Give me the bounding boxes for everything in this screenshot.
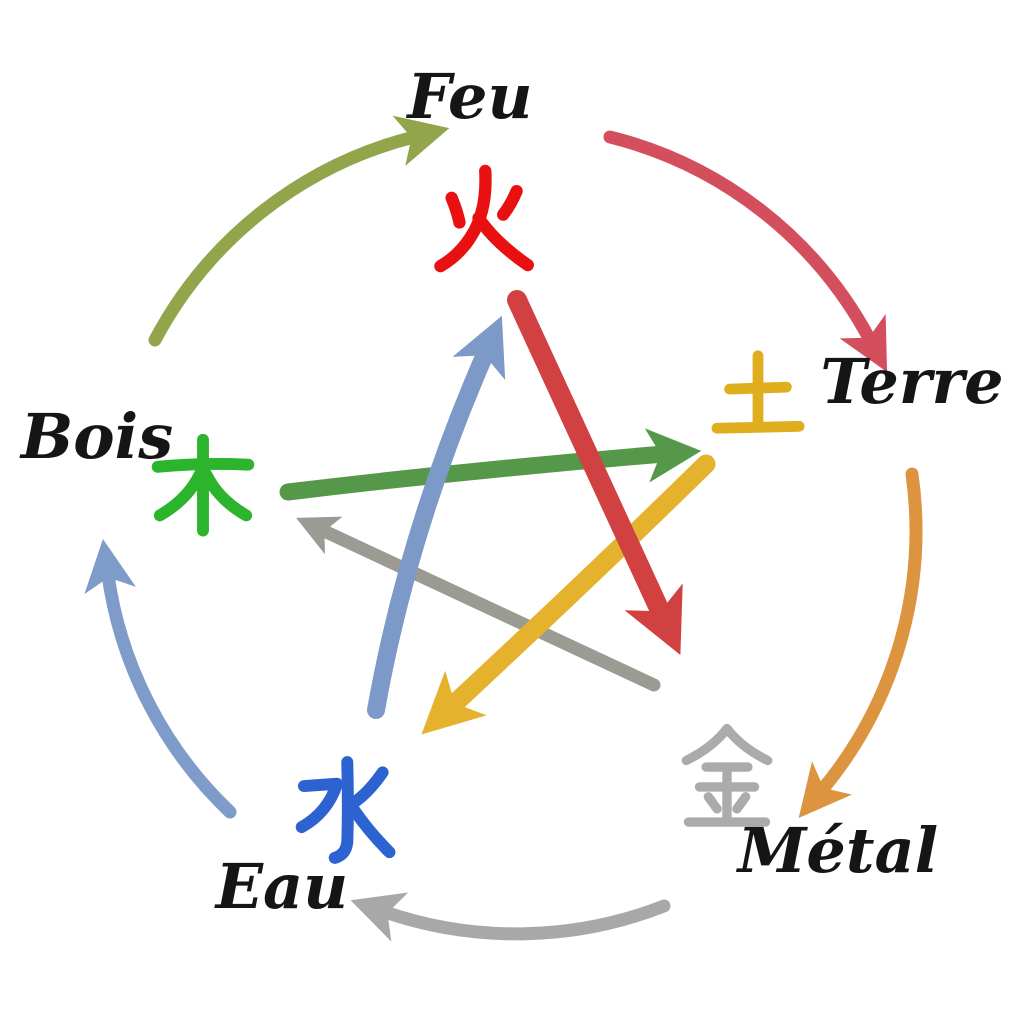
control-arrow-eau-feu: [367, 315, 506, 719]
wood-label: Bois: [19, 400, 173, 473]
water-label: Eau: [214, 850, 349, 923]
control-arrow-feu-metal: [507, 290, 683, 655]
control-arrow-terre-eau: [421, 454, 716, 735]
generation-arrow-terre-metal: [798, 467, 923, 818]
earth-label: Terre: [820, 345, 1003, 418]
generation-arrow-eau-bois: [84, 538, 237, 819]
generation-arrow-feu-terre: [603, 130, 888, 373]
control-arrow-bois-terre: [279, 428, 702, 501]
metal-label: Métal: [736, 814, 938, 887]
control-arrow-metal-bois: [296, 516, 661, 692]
fire-character-glyph: [434, 164, 534, 273]
metal-character-glyph: [681, 723, 773, 827]
generation-arrow-metal-eau: [350, 892, 671, 942]
wood-character-glyph: [151, 433, 255, 537]
water-character-glyph: [295, 756, 396, 864]
fire-label: Feu: [405, 60, 532, 133]
earth-character-glyph: [711, 350, 805, 434]
generation-arrow-bois-feu: [148, 115, 450, 347]
